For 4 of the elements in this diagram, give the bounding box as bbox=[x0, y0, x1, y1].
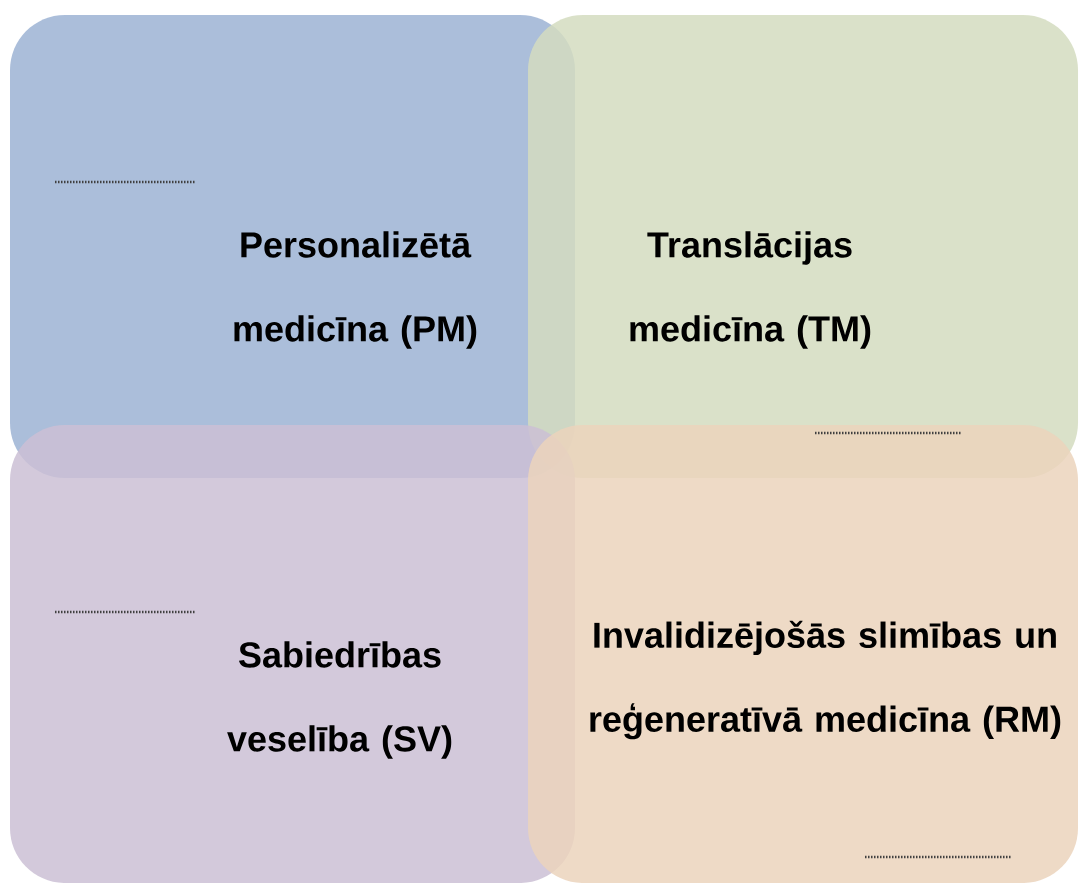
panel-title: Invalidizējošās slimības un reģeneratīvā medicīna (RM) bbox=[590, 620, 1061, 740]
panel-title: Personalizētā medicīna (PM) bbox=[234, 231, 477, 349]
panel-title: Sabiedrības veselība (SV) bbox=[227, 641, 452, 759]
panel-title: Translācijas medicīna (TM) bbox=[630, 231, 871, 349]
